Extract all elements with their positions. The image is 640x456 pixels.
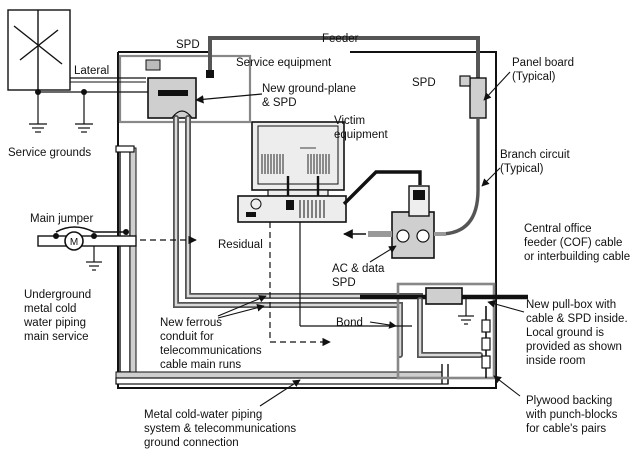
local-ground <box>458 297 474 325</box>
ferrous-conduit-core <box>174 116 402 357</box>
label-pullbox-2: cable & SPD inside. <box>526 313 628 325</box>
label-pullbox-1: New pull-box with <box>526 299 616 311</box>
label-service-grounds: Service grounds <box>8 147 91 159</box>
conduit-pointer-2 <box>217 304 265 319</box>
label-plywood-3: for cable's pairs <box>526 423 606 435</box>
label-ac-data-1: AC & data <box>332 263 385 275</box>
label-plywood-1: Plywood backing <box>526 395 612 407</box>
label-underground-2: metal cold <box>24 303 76 315</box>
water-pipe-horizontal-2 <box>115 371 443 379</box>
label-feeder: Feeder <box>322 33 359 45</box>
label-cof-3: or interbuilding cable <box>524 251 630 263</box>
label-metal-piping-1: Metal cold-water piping <box>144 409 262 421</box>
jumper-node-1 <box>53 233 59 239</box>
jumper-ground <box>86 246 102 271</box>
pullbox-pointer <box>487 300 525 313</box>
plywood-pointer <box>493 375 521 397</box>
ac-data-spd <box>391 185 435 259</box>
feeder-cable <box>208 36 480 80</box>
label-underground-1: Underground <box>24 289 91 301</box>
cable-to-blocks <box>417 297 483 358</box>
label-underground-4: main service <box>24 331 89 343</box>
main-jumper-wire <box>55 226 126 233</box>
service-ground-2 <box>75 92 93 133</box>
label-panel-board-1: Panel board <box>512 57 574 69</box>
motor-label: M <box>70 237 78 248</box>
jumper-node-3 <box>123 229 129 235</box>
victim-to-spd-power <box>342 170 422 206</box>
label-branch-circuit-1: Branch circuit <box>500 149 570 161</box>
label-lateral: Lateral <box>74 65 109 77</box>
label-metal-piping-2: system & telecommunications <box>144 423 296 435</box>
pull-box <box>425 287 463 305</box>
branch-circuit <box>439 118 480 236</box>
branch-pointer <box>481 167 501 187</box>
label-pullbox-4: provided as shown <box>526 341 622 353</box>
label-new-ground-plane-1: New ground-plane <box>262 83 356 95</box>
plywood-backing <box>396 282 496 380</box>
cable-to-blocks-core <box>418 298 482 357</box>
water-pipe-right-up <box>441 364 449 384</box>
conduit-pointer-1 <box>217 295 267 317</box>
label-pullbox-3: Local ground is <box>526 327 604 339</box>
building-outline <box>117 51 497 389</box>
label-main-jumper: Main jumper <box>30 213 93 225</box>
punch-blocks <box>481 306 491 378</box>
ferrous-conduit-arc <box>171 110 193 119</box>
label-spd-right: SPD <box>412 77 436 89</box>
water-pipe-vertical-2 <box>129 147 137 373</box>
label-conduit-4: cable main runs <box>160 359 241 371</box>
bond-arrow <box>369 321 397 329</box>
water-pipe-horizontal <box>37 235 137 247</box>
motor-meter: M <box>64 231 84 251</box>
label-bond: Bond <box>336 317 363 329</box>
feeder-terminal <box>206 70 214 78</box>
label-victim-2: equipment <box>334 129 389 141</box>
label-cof-2: feeder (COF) cable <box>524 237 622 249</box>
label-plywood-2: with punch-blocks <box>525 409 618 421</box>
metal-piping-pointer <box>259 379 301 407</box>
label-victim-1: Victim <box>334 115 365 127</box>
label-new-ground-plane-2: & SPD <box>262 97 297 109</box>
label-service-equipment: Service equipment <box>236 57 332 69</box>
label-metal-piping-3: ground connection <box>144 437 239 449</box>
label-spd-top: SPD <box>176 39 200 51</box>
service-ground-1 <box>29 92 47 133</box>
label-conduit-2: conduit for <box>160 331 214 343</box>
water-pipe-vertical <box>119 147 131 373</box>
utility-pole-box <box>7 9 71 91</box>
ground-plane-bar <box>158 90 188 96</box>
residual-dashed-v <box>269 222 331 347</box>
spd-top-block <box>145 59 161 71</box>
label-pullbox-5: inside room <box>526 355 585 367</box>
label-ac-data-2: SPD <box>332 277 356 289</box>
pole-arm-2 <box>19 29 59 61</box>
panel-board <box>469 77 487 119</box>
panel-pointer <box>483 71 511 101</box>
label-conduit-3: telecommunications <box>160 345 262 357</box>
label-panel-board-2: (Typical) <box>512 71 556 83</box>
ground-plane-pointer <box>195 93 263 104</box>
computer-monitor <box>251 121 345 197</box>
label-residual: Residual <box>218 239 263 251</box>
panel-board-spd <box>459 75 471 87</box>
ac-data-pointer <box>369 245 397 263</box>
label-branch-circuit-2: (Typical) <box>500 163 544 175</box>
computer-cpu <box>237 195 347 223</box>
label-cof-1: Central office <box>524 223 592 235</box>
ground-plane-spd <box>147 77 197 119</box>
label-underground-3: water piping <box>23 317 86 329</box>
label-conduit-1: New ferrous <box>160 317 222 329</box>
water-pipe-cap <box>115 145 135 153</box>
jumper-node-2 <box>91 233 97 239</box>
